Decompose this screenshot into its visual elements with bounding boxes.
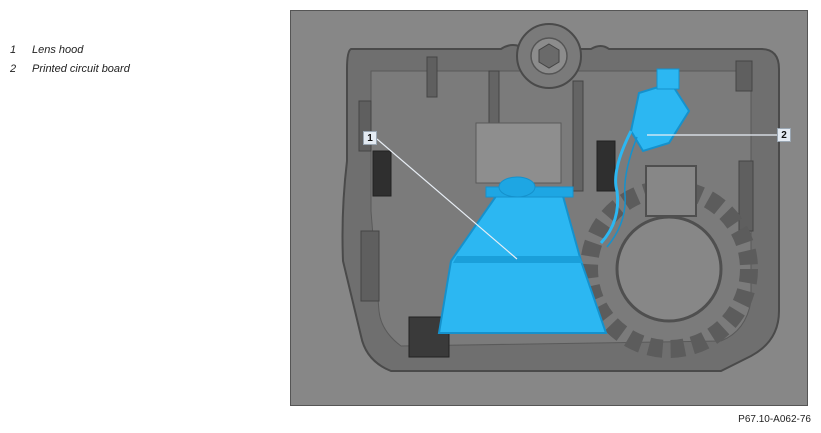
legend-label: Lens hood	[32, 43, 84, 56]
legend-number: 2	[10, 62, 17, 75]
legend-item: 1 Lens hood	[10, 40, 130, 59]
clip-left-low	[360, 230, 380, 302]
clip-right-top	[735, 60, 753, 92]
legend-item: 2 Printed circuit board	[10, 59, 130, 78]
callout-1: 1	[363, 131, 377, 145]
component-drawing	[341, 23, 780, 372]
legend-number: 1	[10, 43, 17, 56]
connector-mid	[596, 140, 616, 192]
clip-right-mid	[738, 160, 754, 232]
technical-illustration: 1 2	[290, 10, 808, 406]
callout-2: 2	[777, 128, 791, 142]
clip-left-top	[426, 56, 438, 98]
connector-left	[372, 150, 392, 197]
leader-line-1	[376, 138, 518, 260]
figure-reference: P67.10-A062-76	[738, 414, 811, 425]
legend-list: 1 Lens hood 2 Printed circuit board	[10, 40, 130, 78]
housing-window	[475, 122, 562, 184]
clip-upper-b	[572, 80, 584, 192]
legend-label: Printed circuit board	[32, 62, 130, 75]
